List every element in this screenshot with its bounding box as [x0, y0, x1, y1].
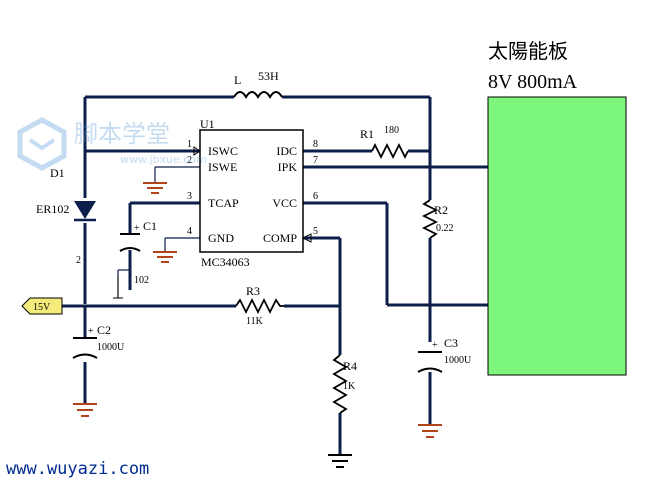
ground-symbol [73, 403, 97, 417]
inductor-l: L 53H [233, 69, 283, 99]
pin-name-tcap: TCAP [208, 196, 239, 210]
c1-value: 102 [134, 275, 149, 286]
c1-plus: + [134, 223, 140, 234]
ic-ref: U1 [200, 117, 215, 131]
r4-value: 1K [343, 381, 356, 392]
capacitor-c1: + C1 102 [113, 219, 157, 299]
solar-panel: 太陽能板 8V 800mA [487, 40, 627, 376]
r1-value: 180 [384, 125, 399, 136]
inductor-value: 53H [258, 69, 279, 83]
resistor-r3: R3 11K [235, 284, 284, 327]
diode-d1: D1 ER102 2 [36, 166, 96, 266]
r3-ref: R3 [246, 284, 260, 298]
diode-pin-mark: 2 [76, 255, 81, 266]
pin-name-idc: IDC [276, 144, 297, 158]
r1-ref: R1 [360, 127, 374, 141]
pin-num-5: 5 [313, 226, 318, 237]
watermark-url: www.jbxue.com [120, 153, 207, 166]
pin-num-3: 3 [187, 191, 192, 202]
inductor-ref: L [234, 73, 241, 87]
pin-num-7: 7 [313, 155, 318, 166]
pin-name-iswe: ISWE [208, 160, 237, 174]
c3-value: 1000U [444, 355, 472, 366]
resistor-r4: R4 1K [332, 354, 357, 414]
r4-ref: R4 [343, 359, 357, 373]
pin-num-2: 2 [187, 155, 192, 166]
pin-name-iswc: ISWC [208, 144, 238, 158]
capacitor-c2: + C2 1000U [72, 323, 125, 359]
ic-part: MC34063 [201, 255, 250, 269]
diode-part: ER102 [36, 202, 69, 216]
capacitor-c3: + C3 1000U [417, 336, 472, 373]
diode-ref: D1 [50, 166, 65, 180]
resistor-r2: R2 0.22 [421, 199, 454, 239]
watermark: 脚本学堂 www.jbxue.com [17, 117, 207, 171]
ground-symbol [328, 454, 352, 468]
resistor-r1: R1 180 [360, 125, 409, 160]
panel-rating: 8V 800mA [488, 71, 578, 93]
c3-ref: C3 [444, 336, 458, 350]
c1-ref: C1 [143, 219, 157, 233]
ic-mc34063: U1 MC34063 ISWC ISWE TCAP GND IDC IPK VC… [187, 117, 318, 269]
r2-value: 0.22 [436, 223, 454, 234]
ground-symbol [418, 424, 442, 438]
pin-num-6: 6 [313, 191, 318, 202]
pin-num-4: 4 [187, 226, 192, 237]
c2-plus: + [88, 326, 94, 337]
pin-num-1: 1 [187, 139, 192, 150]
pin-name-comp: COMP [263, 231, 297, 245]
ground-symbol [143, 182, 167, 194]
pin-name-gnd: GND [208, 231, 234, 245]
panel-title: 太陽能板 [488, 40, 568, 63]
port-15v: 15V [21, 297, 63, 315]
r3-value: 11K [246, 316, 264, 327]
c3-plus: + [432, 340, 438, 351]
r2-ref: R2 [434, 203, 448, 217]
pin-name-ipk: IPK [278, 160, 298, 174]
c2-value: 1000U [97, 342, 125, 353]
footer-url: www.wuyazi.com [6, 459, 149, 479]
watermark-brand: 脚本学堂 [74, 120, 170, 148]
port-label: 15V [33, 302, 51, 313]
pin-num-8: 8 [313, 139, 318, 150]
pin-name-vcc: VCC [272, 196, 297, 210]
c2-ref: C2 [97, 323, 111, 337]
ground-symbol [153, 251, 177, 263]
watermark-logo-icon [17, 117, 67, 171]
